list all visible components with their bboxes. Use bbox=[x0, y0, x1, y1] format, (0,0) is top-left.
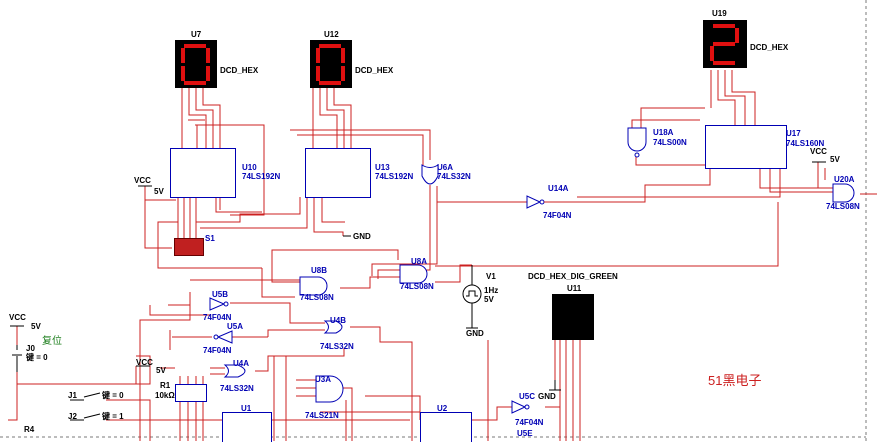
part-u17: 74LS160N bbox=[786, 139, 825, 148]
watermark-text: 51黑电子 bbox=[708, 373, 762, 388]
display-u7 bbox=[175, 40, 217, 88]
v1-amp: 5V bbox=[484, 295, 494, 304]
chip-u2 bbox=[420, 412, 472, 442]
ref-r1: R1 bbox=[160, 381, 171, 390]
ref-u17: U17 bbox=[786, 129, 801, 138]
ref-j0: J0 bbox=[26, 344, 35, 353]
type-u19: DCD_HEX bbox=[750, 43, 789, 52]
part-u18a: 74LS00N bbox=[653, 138, 687, 147]
part-u4b: 74LS32N bbox=[320, 342, 354, 351]
part-u20a: 74LS08N bbox=[826, 202, 860, 211]
ref-u19: U19 bbox=[712, 9, 727, 18]
ref-s1: S1 bbox=[205, 234, 215, 243]
ref-j1: J1 bbox=[68, 391, 77, 400]
gnd-u13: GND bbox=[353, 232, 371, 241]
part-u5b: 74F04N bbox=[203, 313, 232, 322]
vcc-r1: VCC bbox=[136, 358, 153, 367]
part-u6a: 74LS32N bbox=[437, 172, 471, 181]
j2-key: 键 = 1 bbox=[102, 412, 124, 421]
ref-u4a: U4A bbox=[233, 359, 250, 368]
j0-comment: 复位 bbox=[42, 336, 62, 347]
vcc-u17: VCC bbox=[810, 147, 827, 156]
part-u14a: 74F04N bbox=[543, 211, 572, 220]
chip-u13 bbox=[305, 148, 371, 198]
display-u12 bbox=[310, 40, 352, 88]
gnd-u11: GND bbox=[538, 392, 556, 401]
vcc-j0: VCC bbox=[9, 313, 26, 322]
vcc-u10-val: 5V bbox=[154, 187, 164, 196]
chip-u1 bbox=[222, 412, 272, 442]
part-u4a: 74LS32N bbox=[220, 384, 254, 393]
chip-u10 bbox=[170, 148, 236, 198]
gnd-v1: GND bbox=[466, 329, 484, 338]
ref-v1: V1 bbox=[486, 272, 496, 281]
ref-u7: U7 bbox=[191, 30, 202, 39]
wires bbox=[8, 70, 877, 441]
ref-u3a: U3A bbox=[315, 375, 332, 384]
type-u7: DCD_HEX bbox=[220, 66, 259, 75]
vcc-j0-val: 5V bbox=[31, 322, 41, 331]
ref-u14a: U14A bbox=[548, 184, 569, 193]
j0-key: 键 = 0 bbox=[26, 353, 48, 362]
ref-u5c: U5C bbox=[519, 392, 536, 401]
part-u10: 74LS192N bbox=[242, 172, 281, 181]
ref-u4b: U4B bbox=[330, 316, 347, 325]
ref-u11: U11 bbox=[567, 284, 582, 293]
type-u12: DCD_HEX bbox=[355, 66, 394, 75]
gate-symbols bbox=[209, 127, 855, 414]
type-u11: DCD_HEX_DIG_GREEN bbox=[528, 272, 618, 281]
ref-u6a: U6A bbox=[437, 163, 454, 172]
ref-r4: R4 bbox=[24, 425, 35, 434]
chip-u17 bbox=[705, 125, 787, 169]
vcc-u10: VCC bbox=[134, 176, 151, 185]
dip-switch-s1 bbox=[174, 238, 204, 256]
part-u3a: 74LS21N bbox=[305, 411, 339, 420]
ref-u5e: U5E bbox=[517, 429, 533, 438]
ref-u18a: U18A bbox=[653, 128, 674, 137]
ref-u8b: U8B bbox=[311, 266, 328, 275]
part-u8b: 74LS08N bbox=[300, 293, 334, 302]
ref-u2: U2 bbox=[437, 404, 448, 413]
j1-key: 键 = 0 bbox=[102, 391, 124, 400]
r1-value: 10kΩ bbox=[155, 391, 175, 400]
display-u11 bbox=[552, 294, 594, 340]
ref-u1: U1 bbox=[241, 404, 252, 413]
part-u8a: 74LS08N bbox=[400, 282, 434, 291]
part-u5a: 74F04N bbox=[203, 346, 232, 355]
ref-j2: J2 bbox=[68, 412, 77, 421]
resistor-pack-r1 bbox=[175, 384, 207, 402]
ref-u5a: U5A bbox=[227, 322, 244, 331]
ref-u5b: U5B bbox=[212, 290, 229, 299]
ref-u8a: U8A bbox=[411, 257, 428, 266]
ref-u20a: U20A bbox=[834, 175, 855, 184]
v1-freq: 1Hz bbox=[484, 286, 499, 295]
display-u19 bbox=[703, 20, 747, 68]
vcc-u17-val: 5V bbox=[830, 155, 840, 164]
ref-u10: U10 bbox=[242, 163, 257, 172]
part-u5c: 74F04N bbox=[515, 418, 544, 427]
vcc-r1-val: 5V bbox=[156, 366, 166, 375]
ref-u13: U13 bbox=[375, 163, 390, 172]
part-u13: 74LS192N bbox=[375, 172, 414, 181]
ref-u12: U12 bbox=[324, 30, 339, 39]
